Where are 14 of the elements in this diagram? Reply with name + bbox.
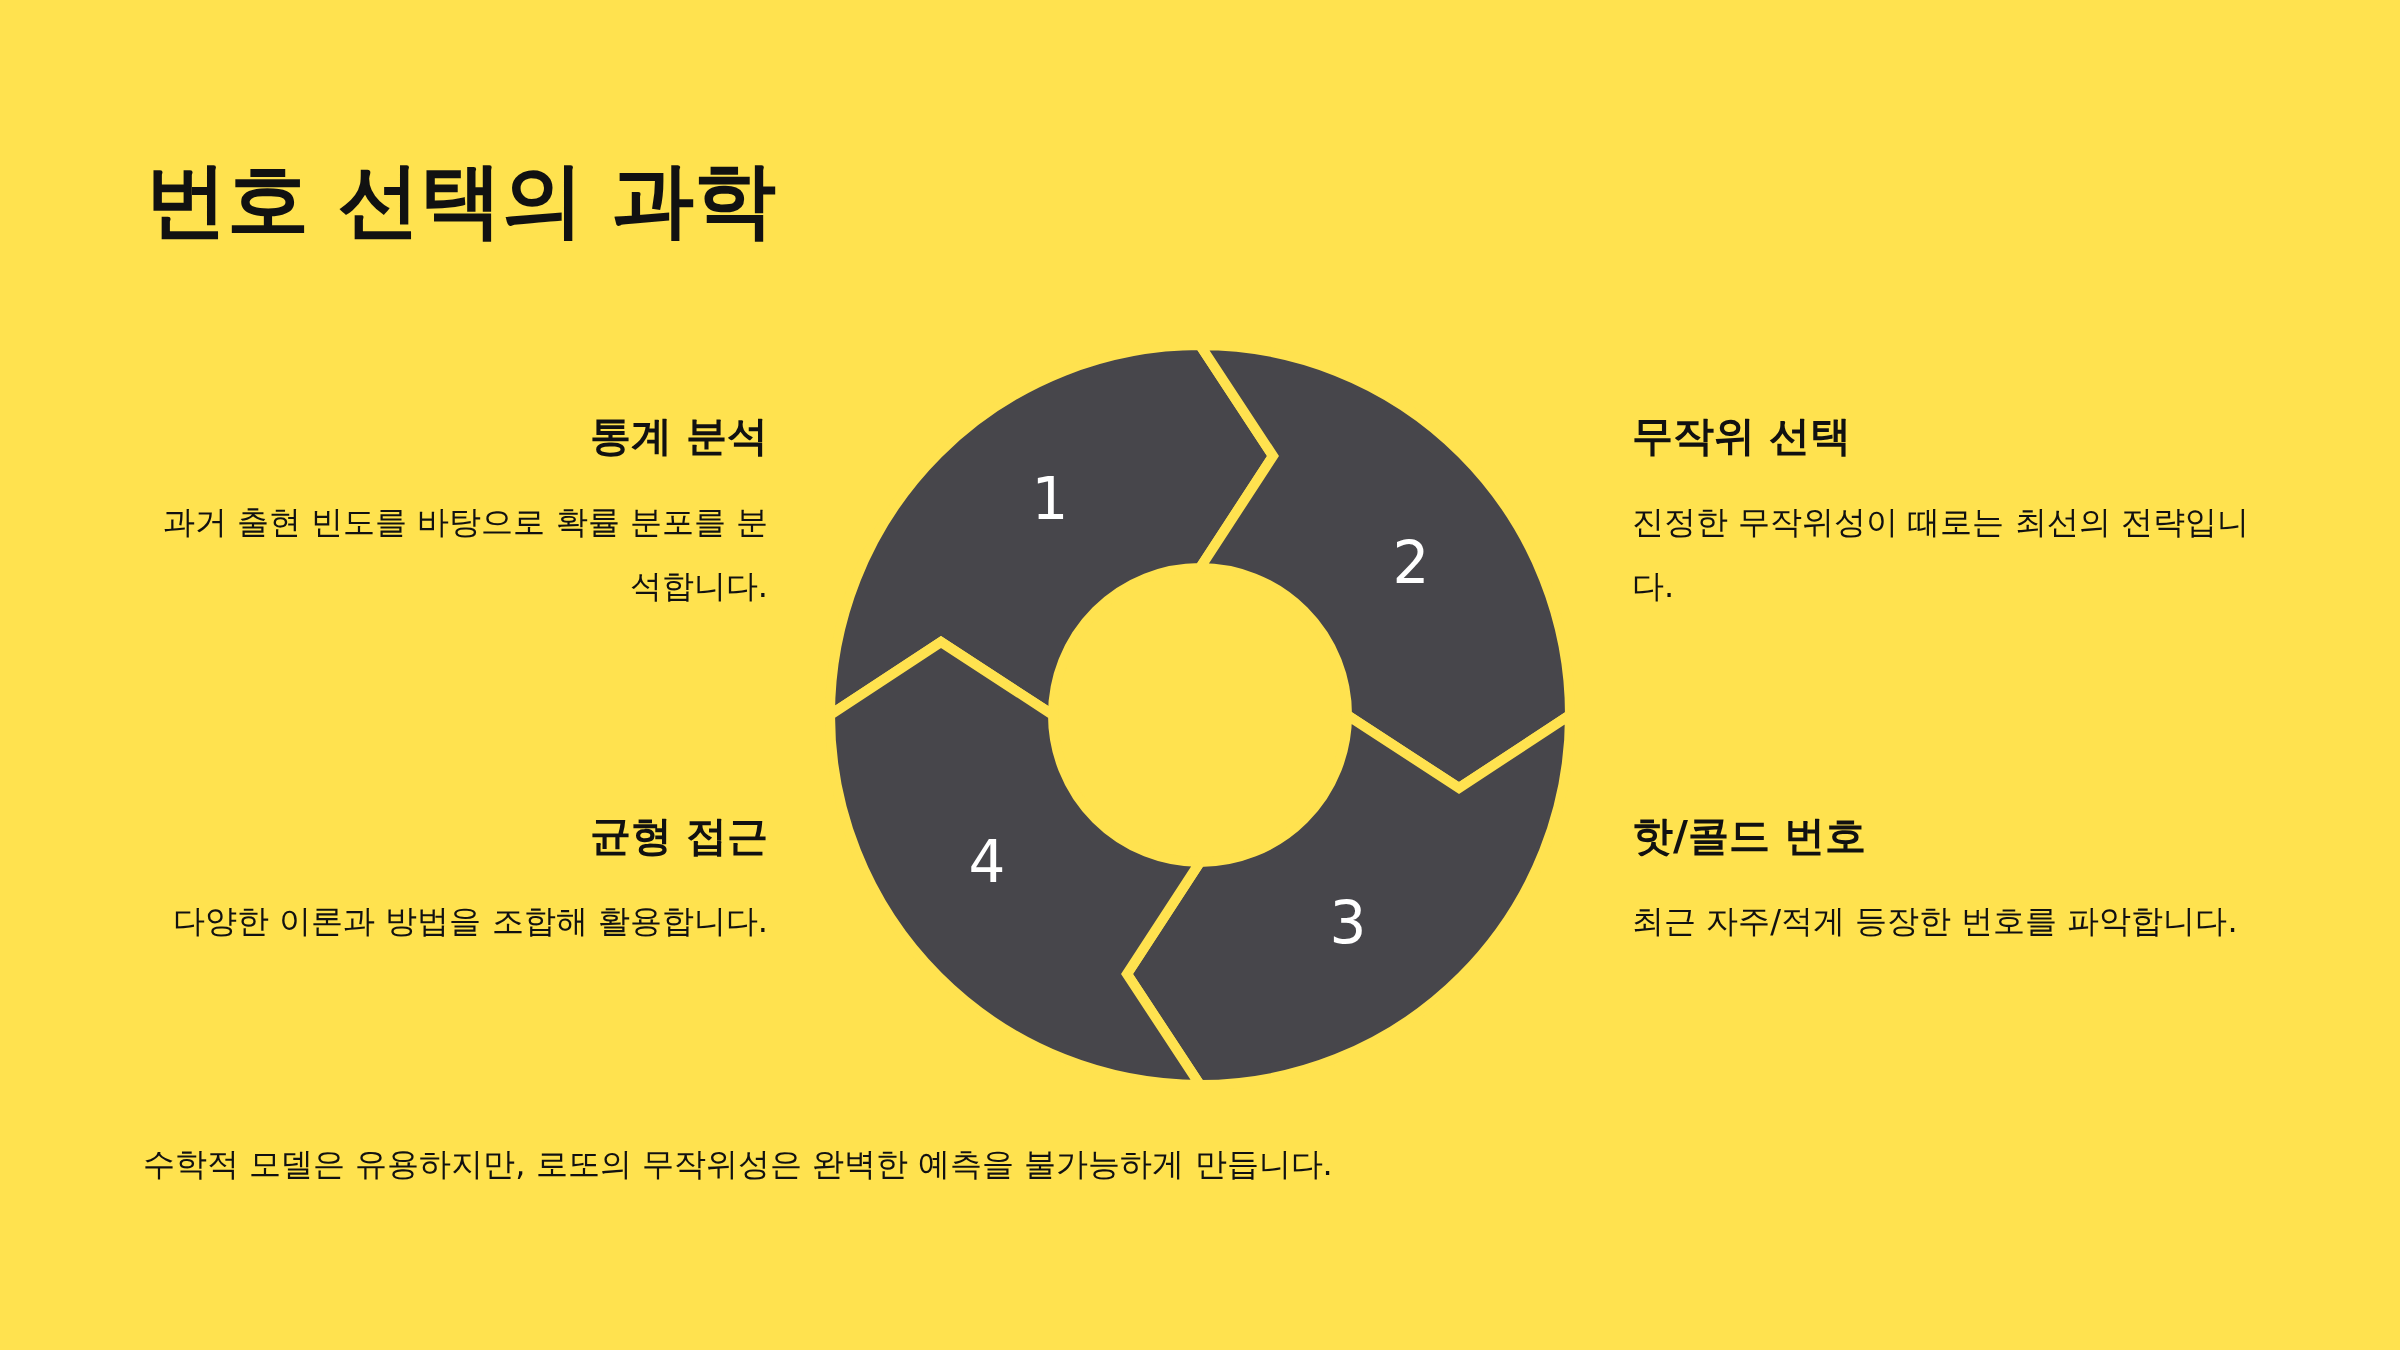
block-text: 과거 출현 빈도를 바탕으로 확률 분포를 분석합니다. (161, 502, 768, 607)
step-number: 1 (1031, 464, 1069, 534)
block-heading: 통계 분석 (588, 411, 768, 461)
block-text: 다양한 이론과 방법을 조합해 활용합니다. (172, 901, 768, 942)
block-heading: 무작위 선택 (1632, 411, 1853, 461)
block-text: 진정한 무작위성이 때로는 최선의 전략입니다. (1632, 502, 2250, 607)
step-number: 2 (1392, 528, 1430, 598)
block-heading: 균형 접근 (588, 811, 768, 861)
step-number: 3 (1329, 888, 1367, 958)
block-text: 최근 자주/적게 등장한 번호를 파악합니다. (1632, 901, 2239, 942)
caption-text: 수학적 모델은 유용하지만, 로또의 무작위성은 완벽한 예측을 불가능하게 만듭니다. (143, 1144, 1333, 1185)
block-heading: 핫/콜드 번호 (1632, 811, 1868, 861)
title: 번호 선택의 과학 (145, 151, 777, 249)
step-number: 4 (968, 827, 1006, 897)
